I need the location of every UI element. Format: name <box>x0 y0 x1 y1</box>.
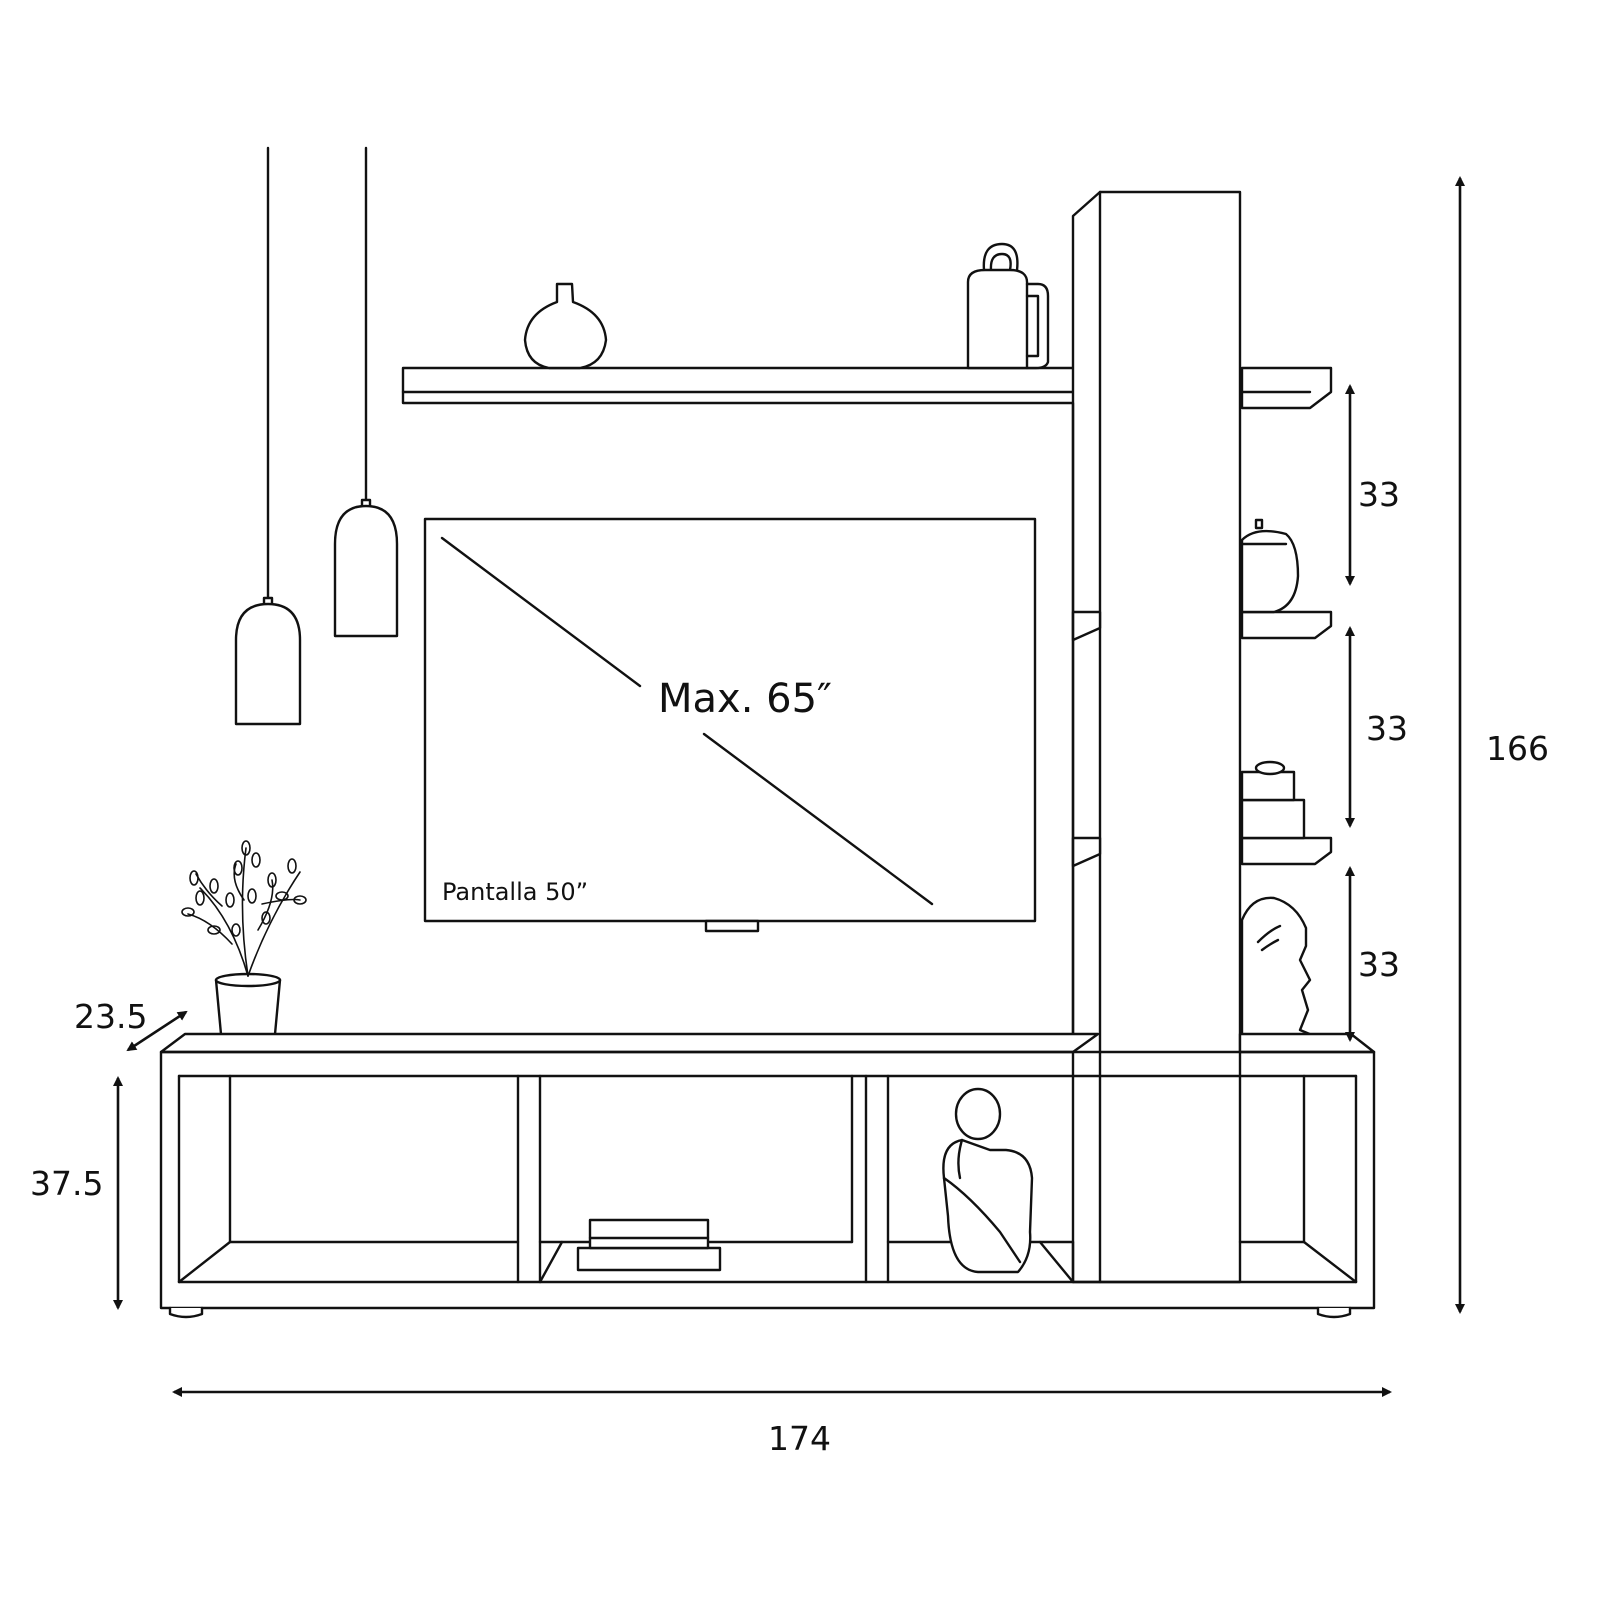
dimension-depth: 23.5 <box>74 997 188 1052</box>
vase-decor <box>523 282 608 370</box>
base-height-label: 37.5 <box>30 1164 103 1203</box>
tv-max-label: Max. 65″ <box>658 676 832 722</box>
pendant-lamp-left <box>234 146 302 726</box>
figure-sculpture-decor <box>942 1087 1034 1274</box>
dimension-base-height: 37.5 <box>30 1076 123 1310</box>
depth-label: 23.5 <box>74 997 147 1036</box>
shelf-gap-bottom-label: 33 <box>1358 945 1400 984</box>
right-shelves <box>1240 366 1333 866</box>
jar-decor <box>966 242 1050 370</box>
tv-screen-label: Pantalla 50” <box>442 878 588 906</box>
shelf-gap-middle-label: 33 <box>1366 709 1408 748</box>
height-label: 166 <box>1486 729 1549 768</box>
television: Max. 65″ Pantalla 50” <box>423 517 1037 933</box>
dimension-width: 174 <box>172 1387 1392 1458</box>
shelf-gap-top-label: 33 <box>1358 475 1400 514</box>
tower-unit <box>1071 190 1242 1284</box>
bowl-books-decor <box>1240 760 1306 840</box>
lidded-jar-decor <box>1240 518 1300 614</box>
books-decor <box>576 1218 722 1272</box>
top-shelf <box>401 366 1100 405</box>
dimension-height: 166 <box>1455 176 1549 1314</box>
dimension-shelf-gaps: 33 33 33 <box>1345 384 1408 1042</box>
width-label: 174 <box>768 1419 831 1458</box>
base-cabinet <box>159 1032 1376 1319</box>
face-sculpture-decor <box>1240 896 1326 1047</box>
pendant-lamp-right <box>333 146 399 638</box>
potted-plant-decor <box>181 840 307 1047</box>
